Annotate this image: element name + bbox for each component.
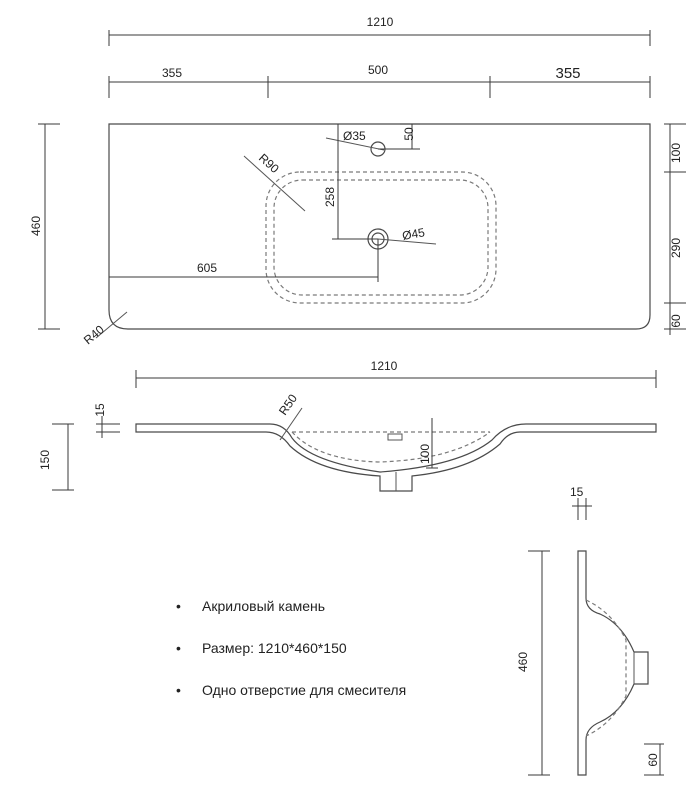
bowl-outline-inner <box>273 179 489 296</box>
dim-label-inner-radius: R90 <box>256 151 282 176</box>
dim-segments: 355 500 355 <box>108 63 651 98</box>
dim-label-right-top: 100 <box>669 143 683 163</box>
side-basin-inner <box>585 599 627 737</box>
dim-label-left-height: 460 <box>29 216 43 236</box>
bowl-outline-outer <box>265 171 497 304</box>
dim-right-side: 100 290 60 <box>664 123 686 335</box>
dim-label-drain-offset: 605 <box>197 261 217 275</box>
dim-label-side-bottom: 60 <box>646 753 660 767</box>
spec-item-faucet-hole: • Одно отверстие для смесителя <box>172 680 406 722</box>
bullet: • <box>176 682 181 698</box>
dim-label-left-segment: 355 <box>162 66 182 80</box>
dim-label-side-height: 460 <box>516 652 530 672</box>
dim-label-side-thickness: 15 <box>570 485 584 499</box>
countertop-outline <box>108 123 651 330</box>
dim-label-middle-segment: 500 <box>368 63 388 77</box>
dim-overall-width: 1210 <box>108 15 651 46</box>
side-section-view: 15 460 60 <box>516 485 664 776</box>
dim-label-right-segment: 355 <box>555 65 580 82</box>
spec-item-material: • Акриловый камень <box>172 596 406 638</box>
dim-label-drain-diameter: Ø45 <box>401 225 426 243</box>
spec-text: Размер: 1210*460*150 <box>202 640 347 656</box>
top-view: 1210 355 500 355 460 Ø35 <box>29 15 686 347</box>
section-profile <box>135 423 657 492</box>
dim-label-outer-radius: R40 <box>81 322 107 347</box>
dim-label-section-height: 150 <box>38 450 52 470</box>
dim-label-overall-width: 1210 <box>367 15 394 29</box>
dim-label-section-radius: R50 <box>276 391 300 417</box>
spec-item-size: • Размер: 1210*460*150 <box>172 638 406 680</box>
section-basin-inner <box>291 431 491 463</box>
dim-label-drain-depth: 258 <box>323 187 337 207</box>
dim-label-right-bottom: 60 <box>669 314 683 328</box>
dim-label-right-bowl: 290 <box>669 238 683 258</box>
side-profile <box>577 550 649 776</box>
dim-label-section-thickness: 15 <box>93 403 107 417</box>
front-section-view: 1210 15 150 R50 100 <box>38 359 657 492</box>
spec-text: Акриловый камень <box>202 598 326 614</box>
section-overflow <box>387 433 403 441</box>
dim-left-height: 460 <box>29 123 60 330</box>
dim-label-section-depth: 100 <box>418 444 432 464</box>
dim-label-faucet-diameter: Ø35 <box>343 129 366 143</box>
dim-label-section-width: 1210 <box>371 359 398 373</box>
bullet: • <box>176 598 181 614</box>
spec-list: •Акриловый камень •Размер: 1210*460*150 … <box>172 596 406 722</box>
bullet: • <box>176 640 181 656</box>
spec-text: Одно отверстие для смесителя <box>202 682 407 698</box>
dim-label-faucet-offset: 50 <box>402 127 416 141</box>
